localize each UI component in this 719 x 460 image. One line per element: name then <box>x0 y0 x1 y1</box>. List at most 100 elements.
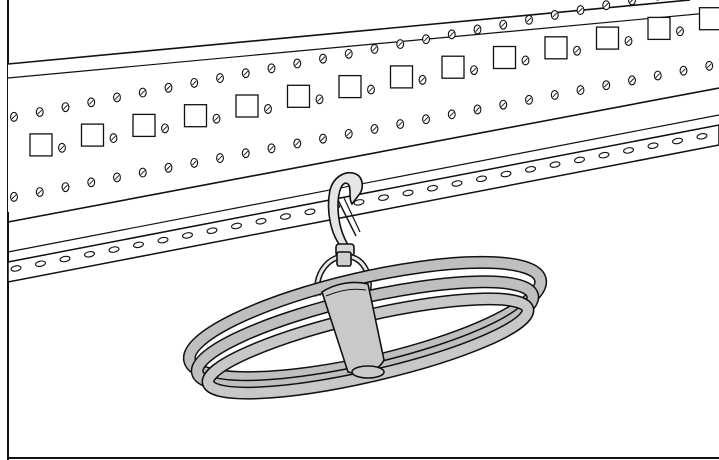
screw-hole-mark <box>626 38 631 44</box>
screw-hole-mark <box>423 116 429 122</box>
screw-hole-mark <box>217 155 223 161</box>
screw-hole-mark <box>552 12 558 18</box>
square-hole <box>544 36 568 60</box>
screw-hole-mark <box>140 90 146 95</box>
screw-hole-mark <box>677 29 683 34</box>
screw-hole-mark <box>471 67 477 73</box>
rail-slot <box>623 147 634 154</box>
square-hole <box>235 94 259 118</box>
screw-hole-mark <box>294 61 300 66</box>
rail-slot <box>476 175 487 183</box>
screw-hole-mark <box>37 189 43 195</box>
rail-slot <box>549 161 561 168</box>
screw-hole-mark <box>681 68 686 73</box>
screw-hole-mark <box>111 135 116 141</box>
square-hole <box>286 84 311 108</box>
rail-slot <box>255 217 267 225</box>
screw-hole-mark <box>475 107 480 112</box>
rail-slot <box>157 236 169 244</box>
square-hole <box>338 74 362 99</box>
screw-hole-mark <box>603 82 609 88</box>
square-hole <box>698 7 719 31</box>
square-hole <box>80 123 105 147</box>
screw-hole-mark <box>191 80 197 86</box>
screw-hole-mark <box>578 87 583 93</box>
rail-slot <box>108 246 120 253</box>
rail-slot <box>182 232 193 239</box>
square-hole <box>647 16 671 41</box>
hook-and-loop-strap <box>321 281 385 379</box>
screw-hole-mark <box>449 112 455 117</box>
screw-hole-mark <box>63 184 68 190</box>
screw-hole-mark <box>59 145 65 151</box>
screw-hole-mark <box>368 87 374 92</box>
screw-hole-mark <box>114 175 120 180</box>
rail-slot <box>304 208 316 216</box>
rail-slot <box>10 265 22 272</box>
rail-slot <box>574 156 585 164</box>
screw-hole-mark <box>243 70 249 76</box>
square-hole <box>595 26 620 50</box>
rail-slot <box>84 251 95 258</box>
screw-hole-mark <box>166 85 171 91</box>
rail-slot <box>451 180 463 187</box>
screw-hole <box>628 0 636 6</box>
screw-hole-mark <box>191 160 197 166</box>
square-hole <box>183 104 208 128</box>
rail-slot <box>353 199 365 206</box>
screw-hole-mark <box>320 56 326 61</box>
rail-slot <box>647 142 659 149</box>
rack-rail <box>7 0 719 223</box>
screw-hole-mark <box>372 46 377 52</box>
screw-hole-mark <box>11 114 17 120</box>
screw-hole-mark <box>423 36 429 42</box>
screw-holes <box>10 0 714 202</box>
screw-hole-mark <box>449 32 455 37</box>
screw-hole-mark <box>317 96 322 102</box>
rail-top-edge <box>7 0 691 65</box>
screw-hole-mark <box>63 104 68 110</box>
screw-hole-mark <box>397 41 403 47</box>
square-hole <box>389 65 414 89</box>
screw-hole-mark <box>217 75 223 81</box>
screw-hole-mark <box>629 78 635 83</box>
rail-slot <box>598 151 610 159</box>
screw-hole-mark <box>320 136 326 141</box>
screw-hole-mark <box>269 66 274 71</box>
screw-hole-mark <box>603 2 609 8</box>
screw-hole-mark <box>420 77 425 83</box>
rail-slot <box>696 132 708 140</box>
screw-hole-mark <box>574 48 580 54</box>
rail-slot <box>672 137 683 145</box>
rail-slot <box>35 260 46 268</box>
square-hole <box>132 113 156 138</box>
square-hole <box>441 55 465 79</box>
screw-hole-mark <box>578 7 583 13</box>
screw-hole-mark <box>500 102 506 107</box>
rail-slot <box>402 189 414 197</box>
rail-slot <box>378 194 389 201</box>
screw-hole-mark <box>372 126 377 132</box>
screw-hole-mark <box>88 99 94 105</box>
screw-hole-mark <box>346 51 352 57</box>
square-hole <box>29 133 53 157</box>
rail-slot <box>427 184 438 192</box>
screw-hole-mark <box>166 165 171 171</box>
rail-slot-holes <box>10 132 708 272</box>
rail-slot <box>133 241 144 249</box>
rail-top-inner-edge <box>7 11 719 79</box>
screw-hole-mark <box>500 22 506 27</box>
screw-hole-mark <box>294 141 300 146</box>
square-mounting-holes <box>29 7 719 157</box>
screw-hole-mark <box>526 97 532 103</box>
screw-hole-mark <box>88 179 94 185</box>
screw-hole-mark <box>114 95 120 100</box>
screw-hole-mark <box>526 17 532 23</box>
rail-slot <box>231 222 242 230</box>
screw-hole-mark <box>523 58 528 63</box>
screw-hole-mark <box>655 73 661 78</box>
rail-slot <box>500 170 512 178</box>
screw-hole-mark <box>11 194 17 200</box>
